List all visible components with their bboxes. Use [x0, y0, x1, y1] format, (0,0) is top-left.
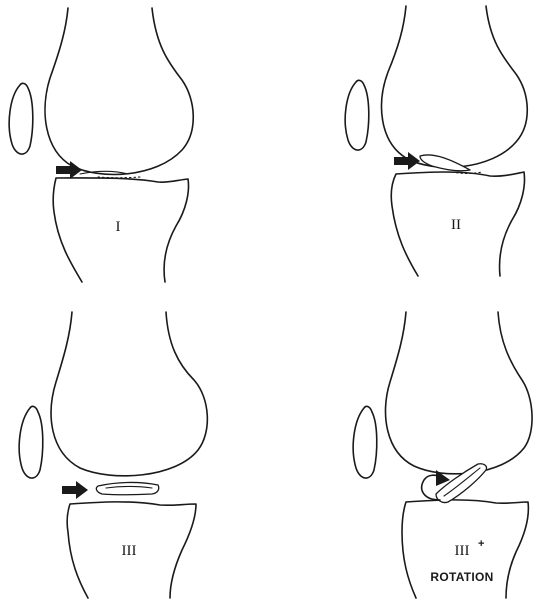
patella [9, 83, 33, 154]
stage-label: II [451, 217, 461, 233]
femoral-condyle [51, 312, 207, 476]
stage-label: III [122, 543, 137, 559]
stage-label: I [116, 219, 121, 235]
tibial-plateau [53, 178, 188, 282]
panel-stage-3-rotation: III + ROTATION [353, 312, 532, 598]
patella [19, 406, 43, 478]
loose-fragment [96, 482, 158, 494]
patella [353, 406, 377, 478]
femoral-condyle [385, 312, 532, 474]
femoral-condyle [45, 8, 193, 174]
pointer-arrow [394, 152, 420, 170]
patella [345, 80, 369, 150]
stage-superscript: + [478, 538, 484, 550]
panel-stage-1: I [9, 8, 193, 282]
pointer-arrow [62, 481, 88, 499]
femoral-condyle [382, 6, 528, 167]
stage-label: III [455, 543, 470, 559]
panel-stage-3: III [19, 312, 207, 598]
panel-stage-2: II [345, 6, 527, 276]
rotation-caption: ROTATION [430, 570, 493, 584]
partially-detached-fragment [420, 155, 470, 171]
